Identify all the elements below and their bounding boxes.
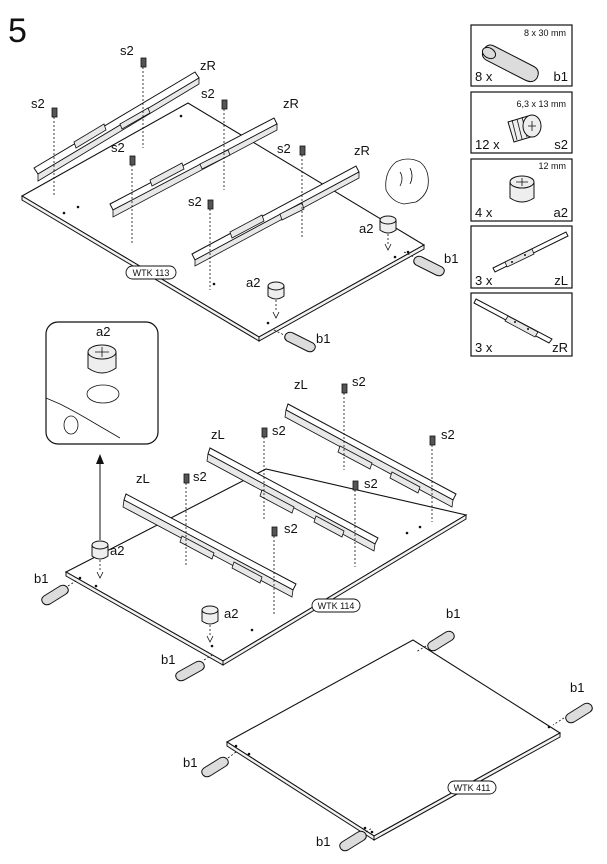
label-zR-3: zR	[354, 143, 370, 158]
part-box-b1: 8 x 30 mm 8 x b1	[470, 24, 573, 87]
label-s2-7: s2	[352, 374, 366, 389]
label-s2-9: s2	[441, 427, 455, 442]
dowel-b1-bottom-left	[201, 751, 237, 778]
drawer-slide-zR-3	[191, 165, 360, 267]
label-zL-2: zL	[211, 427, 225, 442]
part-size-s2: 6,3 x 13 mm	[516, 99, 566, 109]
drawer-slide-zL-3	[122, 493, 297, 598]
label-zR-2: zR	[283, 96, 299, 111]
drawer-slide-zR-1	[33, 71, 200, 182]
drawer-slide-zL-2	[206, 447, 379, 552]
part-qty-zL: 3 x	[475, 273, 493, 288]
panel-label-wtk-411: WTK 411	[447, 780, 497, 795]
label-s2-1: s2	[120, 43, 134, 58]
part-qty-b1: 8 x	[475, 69, 493, 84]
label-s2-11: s2	[364, 476, 378, 491]
dowel-b1-bottom-bottom	[339, 827, 373, 852]
left-drawer-slide-icon	[492, 231, 569, 273]
part-qty-zR: 3 x	[475, 340, 493, 355]
label-zL-3: zL	[136, 471, 150, 486]
label-b1-5: b1	[446, 606, 460, 621]
dowel-b1-top-right	[403, 251, 445, 277]
panel-wtk-411-assembly: WTK 411	[201, 630, 593, 852]
part-size-a2: 12 mm	[538, 161, 566, 171]
dowel-b1-bottom-right	[552, 702, 593, 726]
svg-text:WTK 113: WTK 113	[133, 268, 170, 278]
dowel-b1-middle-left	[41, 580, 77, 606]
label-b1-1: b1	[444, 251, 458, 266]
screw-s2-group-top	[51, 57, 306, 290]
cam-lock-a2-middle-bottom	[201, 605, 219, 643]
label-s2-6: s2	[188, 194, 202, 209]
screw-s2-group-middle	[183, 383, 436, 614]
cam-lock-a2-middle-left	[91, 540, 109, 579]
part-code-a2: a2	[554, 205, 568, 220]
parts-list: 8 x 30 mm 8 x b1 6,3 x 13 mm 12 x s2 1	[470, 24, 573, 357]
panel-wtk-113-assembly: WTK 113	[20, 57, 445, 353]
label-s2-2: s2	[31, 96, 45, 111]
label-s2-4: s2	[111, 140, 125, 155]
drawer-slide-zL-1	[284, 403, 457, 508]
label-a2-4: a2	[224, 606, 238, 621]
dowel-b1-middle-bottom	[175, 653, 215, 682]
dowel-b1-top-bottom	[273, 329, 316, 353]
right-drawer-slide-icon	[473, 298, 553, 344]
callout-arrow	[96, 454, 104, 540]
label-s2-5: s2	[277, 141, 291, 156]
step-number: 5	[8, 12, 27, 50]
svg-text:WTK 114: WTK 114	[318, 601, 355, 611]
panel-label-wtk-113: WTK 113	[125, 265, 177, 280]
detail-label-a2: a2	[96, 324, 110, 339]
label-b1-7: b1	[183, 755, 197, 770]
label-b1-3: b1	[34, 571, 48, 586]
part-box-zR: 3 x zR	[470, 292, 573, 357]
panel-wtk-411	[225, 639, 562, 837]
label-s2-12: s2	[284, 521, 298, 536]
dowel-b1-bottom-top	[415, 630, 455, 653]
svg-text:WTK 411: WTK 411	[454, 783, 491, 793]
cam-lock-icon	[509, 175, 535, 203]
screw-icon	[507, 114, 542, 143]
label-zL-1: zL	[294, 377, 308, 392]
label-s2-8: s2	[272, 423, 286, 438]
label-a2-3: a2	[110, 543, 124, 558]
hand-pressing-icon	[385, 158, 429, 205]
cam-lock-a2-top-bottom	[267, 281, 285, 319]
part-box-s2: 6,3 x 13 mm 12 x s2	[470, 91, 573, 154]
cam-lock-a2-top-right	[379, 215, 397, 251]
part-qty-s2: 12 x	[475, 137, 500, 152]
label-b1-6: b1	[570, 680, 584, 695]
label-s2-10: s2	[193, 469, 207, 484]
label-s2-3: s2	[201, 86, 215, 101]
part-qty-a2: 4 x	[475, 205, 493, 220]
label-a2-2: a2	[246, 275, 260, 290]
part-code-zL: zL	[554, 273, 568, 288]
part-code-zR: zR	[552, 340, 568, 355]
label-zR-1: zR	[200, 58, 216, 73]
part-size-b1: 8 x 30 mm	[524, 28, 566, 38]
label-a2-1: a2	[359, 221, 373, 236]
label-b1-4: b1	[161, 652, 175, 667]
part-box-zL: 3 x zL	[470, 225, 573, 289]
label-b1-8: b1	[316, 834, 330, 849]
panel-wtk-114-assembly: WTK 114	[41, 383, 468, 682]
part-code-s2: s2	[554, 137, 568, 152]
panel-label-wtk-114: WTK 114	[311, 598, 361, 613]
detail-callout-a2: a2	[45, 321, 159, 445]
part-code-b1: b1	[554, 69, 568, 84]
part-box-a2: 12 mm 4 x a2	[470, 158, 573, 222]
wooden-dowel-icon	[481, 44, 539, 83]
drawer-slide-zR-2	[109, 117, 278, 218]
label-b1-2: b1	[316, 331, 330, 346]
cam-lock-detail-icon	[87, 344, 117, 374]
